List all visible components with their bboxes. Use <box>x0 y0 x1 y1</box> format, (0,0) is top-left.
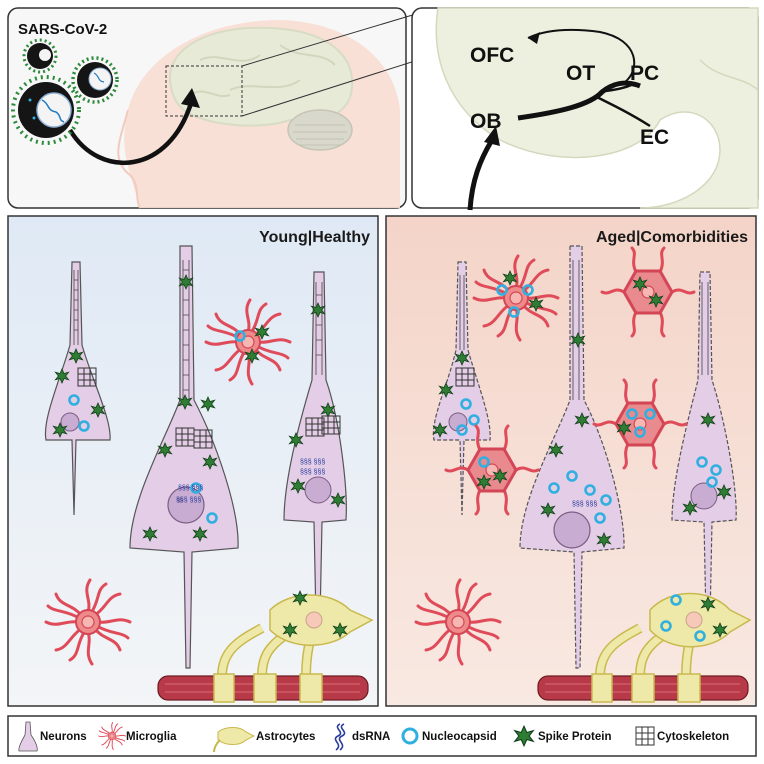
svg-text:§§§ §§§: §§§ §§§ <box>572 501 597 508</box>
legend-label-microglia: Microglia <box>126 731 177 743</box>
astrocyte-icon <box>213 727 256 753</box>
svg-text:§§§ §§§: §§§ §§§ <box>300 459 325 466</box>
young-panel-label: Young|Healthy <box>259 229 370 246</box>
legend-label-spike-protein: Spike Protein <box>538 731 612 743</box>
top-left-panel: SARS-CoV-2 <box>7 7 437 209</box>
svg-text:§§§ §§§: §§§ §§§ <box>300 469 325 476</box>
aged-comorbidities-panel: Aged|Comorbidities §§§ §§§ <box>385 215 757 707</box>
astrocyte-aged <box>591 592 752 703</box>
legend-label-astrocytes: Astrocytes <box>256 731 315 743</box>
svg-text:§§§ §§§: §§§ §§§ <box>178 485 203 492</box>
region-ob: OB <box>470 110 502 133</box>
svg-text:§§§ §§§: §§§ §§§ <box>176 497 201 504</box>
region-ot: OT <box>566 62 595 85</box>
neuron-aged-center: §§§ §§§ <box>519 245 625 669</box>
neuron-icon <box>18 721 38 752</box>
legend-label-neurons: Neurons <box>40 731 87 743</box>
virus-particle-medium <box>71 56 119 104</box>
young-healthy-panel: Young|Healthy §§§ §§§ §§§ §§§ <box>7 215 379 707</box>
dsrna-icon <box>334 723 346 751</box>
region-ec: EC <box>640 126 669 149</box>
region-ofc: OFC <box>470 44 514 67</box>
neuron-aged-left <box>432 261 491 516</box>
virus-particle-large <box>11 75 81 145</box>
virus-label: SARS-CoV-2 <box>18 21 107 38</box>
nucleocapsid-icon <box>401 727 419 745</box>
legend: Neurons Microglia Astrocytes dsRNA Nucle… <box>7 715 757 757</box>
region-pc: PC <box>630 62 659 85</box>
legend-label-cytoskeleton: Cytoskeleton <box>657 731 729 743</box>
legend-label-nucleocapsid: Nucleocapsid <box>422 731 497 743</box>
neuron-small <box>44 261 111 516</box>
astrocyte-young <box>213 590 374 703</box>
legend-label-dsrna: dsRNA <box>352 731 390 743</box>
neuron-large: §§§ §§§ §§§ §§§ <box>129 245 239 669</box>
virus-particle-small <box>22 38 58 74</box>
aged-panel-label: Aged|Comorbidities <box>596 229 748 246</box>
top-right-panel: OFC OT PC OB EC <box>411 7 759 211</box>
